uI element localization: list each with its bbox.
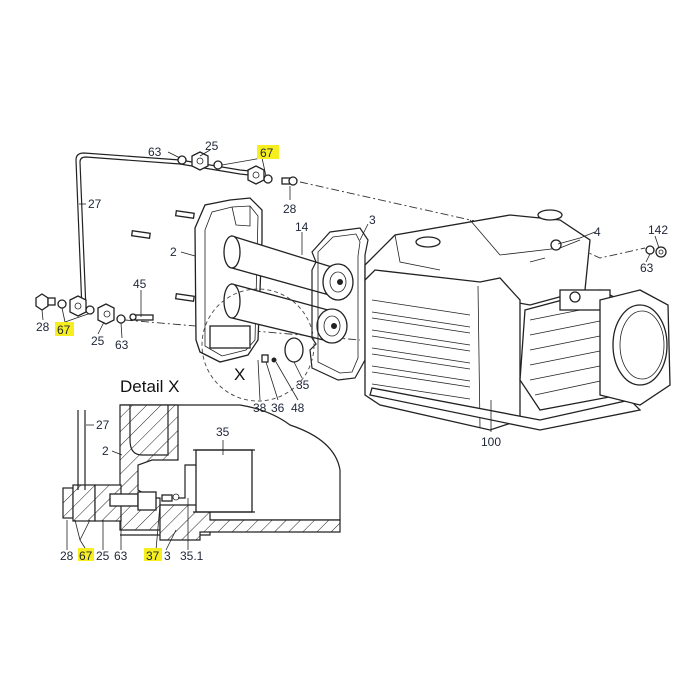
detail-label-28: 28 — [60, 549, 74, 563]
label-67-top: 67 — [260, 146, 274, 160]
seal-ring-67-top — [263, 174, 273, 184]
label-25-left: 25 — [91, 334, 105, 348]
motor-fins — [529, 304, 606, 396]
detail-filter-35 — [195, 449, 253, 513]
label-36: 36 — [271, 401, 285, 415]
detail-label-25: 25 — [96, 549, 110, 563]
detail-label-67: 67 — [79, 549, 93, 563]
main-leaders — [41, 149, 660, 432]
fitting-nut-top — [247, 165, 265, 185]
label-25-top: 25 — [205, 139, 219, 153]
label-3: 3 — [369, 213, 376, 227]
pump-housing — [364, 209, 671, 431]
label-27: 27 — [88, 197, 102, 211]
end-cover-2 — [194, 197, 263, 363]
seal-ring-63-right — [645, 245, 655, 255]
detail-title: Detail X — [120, 377, 180, 396]
label-63-right: 63 — [640, 261, 654, 275]
main-labels: 63 25 67 28 27 14 3 2 4 142 63 45 28 67 … — [36, 139, 668, 449]
detail-label-3: 3 — [164, 549, 171, 563]
label-2: 2 — [170, 245, 177, 259]
seal-ring-63-left — [116, 314, 126, 324]
top-fittings — [177, 151, 298, 186]
pipe-27 — [75, 152, 261, 311]
label-45: 45 — [133, 277, 147, 291]
union-nut-25-top — [191, 151, 209, 171]
label-14: 14 — [295, 220, 309, 234]
plug-142 — [655, 246, 667, 258]
rotor-14 — [223, 235, 354, 344]
detail-plug-28 — [62, 487, 74, 519]
detail-x-circle — [201, 288, 315, 402]
label-48: 48 — [291, 401, 305, 415]
label-142: 142 — [648, 223, 668, 237]
filter-35 — [284, 337, 304, 363]
detail-nut-67 — [72, 484, 96, 522]
detail-label-37: 37 — [146, 549, 160, 563]
highlight-67-top — [257, 145, 279, 159]
right-fittings — [645, 245, 667, 258]
label-35: 35 — [296, 378, 310, 392]
highlight-37-detail — [144, 548, 162, 561]
detail-label-2: 2 — [102, 444, 109, 458]
detail-x-marker: X — [234, 365, 245, 384]
label-63-left: 63 — [115, 338, 129, 352]
label-28-left: 28 — [36, 320, 50, 334]
seal-ring-67-left — [57, 299, 67, 309]
highlight-67-left — [55, 322, 74, 336]
label-63-top: 63 — [148, 145, 162, 159]
detail-x-section: Detail X 27 2 3 — [60, 377, 341, 563]
label-4: 4 — [594, 225, 601, 239]
motor-end-cap — [612, 304, 668, 386]
filter-parts — [201, 288, 315, 402]
detail-label-63: 63 — [114, 549, 128, 563]
fitting-nut-left — [69, 295, 87, 317]
gasket-3 — [309, 227, 369, 381]
highlight-67-detail — [78, 548, 94, 561]
detail-label-35: 35 — [216, 425, 230, 439]
union-nut-25-left — [97, 303, 115, 325]
seal-ring-top — [213, 160, 223, 170]
left-fittings — [35, 293, 154, 325]
detail-label-35-1: 35.1 — [180, 549, 204, 563]
vent-slots — [371, 299, 471, 400]
label-100: 100 — [481, 435, 501, 449]
label-67-left: 67 — [57, 323, 71, 337]
detail-label-27: 27 — [96, 418, 110, 432]
label-28-top: 28 — [283, 202, 297, 216]
cover-bolts — [130, 210, 195, 302]
